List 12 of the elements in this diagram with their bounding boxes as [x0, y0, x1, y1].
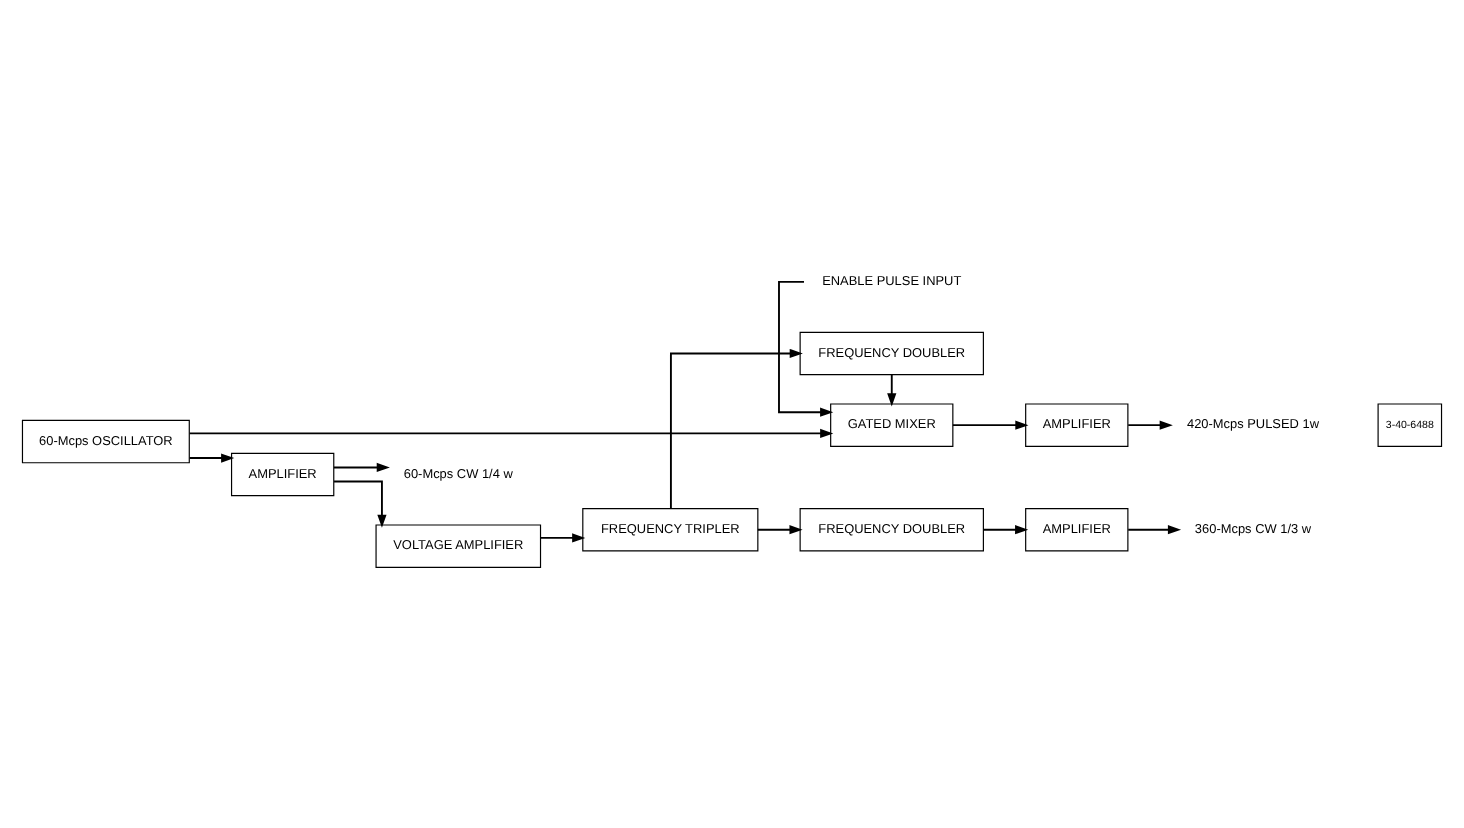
arrow: [333, 462, 390, 473]
arrow: [539, 533, 586, 543]
arrow: [188, 428, 834, 438]
arrow: [333, 480, 387, 528]
arrow: [669, 348, 803, 510]
arrow: [756, 525, 803, 535]
arrow: [1127, 525, 1182, 535]
arrow: [951, 420, 1029, 430]
arrow: [188, 453, 235, 463]
arrow: [982, 525, 1029, 535]
arrow: [887, 374, 897, 407]
arrow: [1127, 420, 1173, 430]
